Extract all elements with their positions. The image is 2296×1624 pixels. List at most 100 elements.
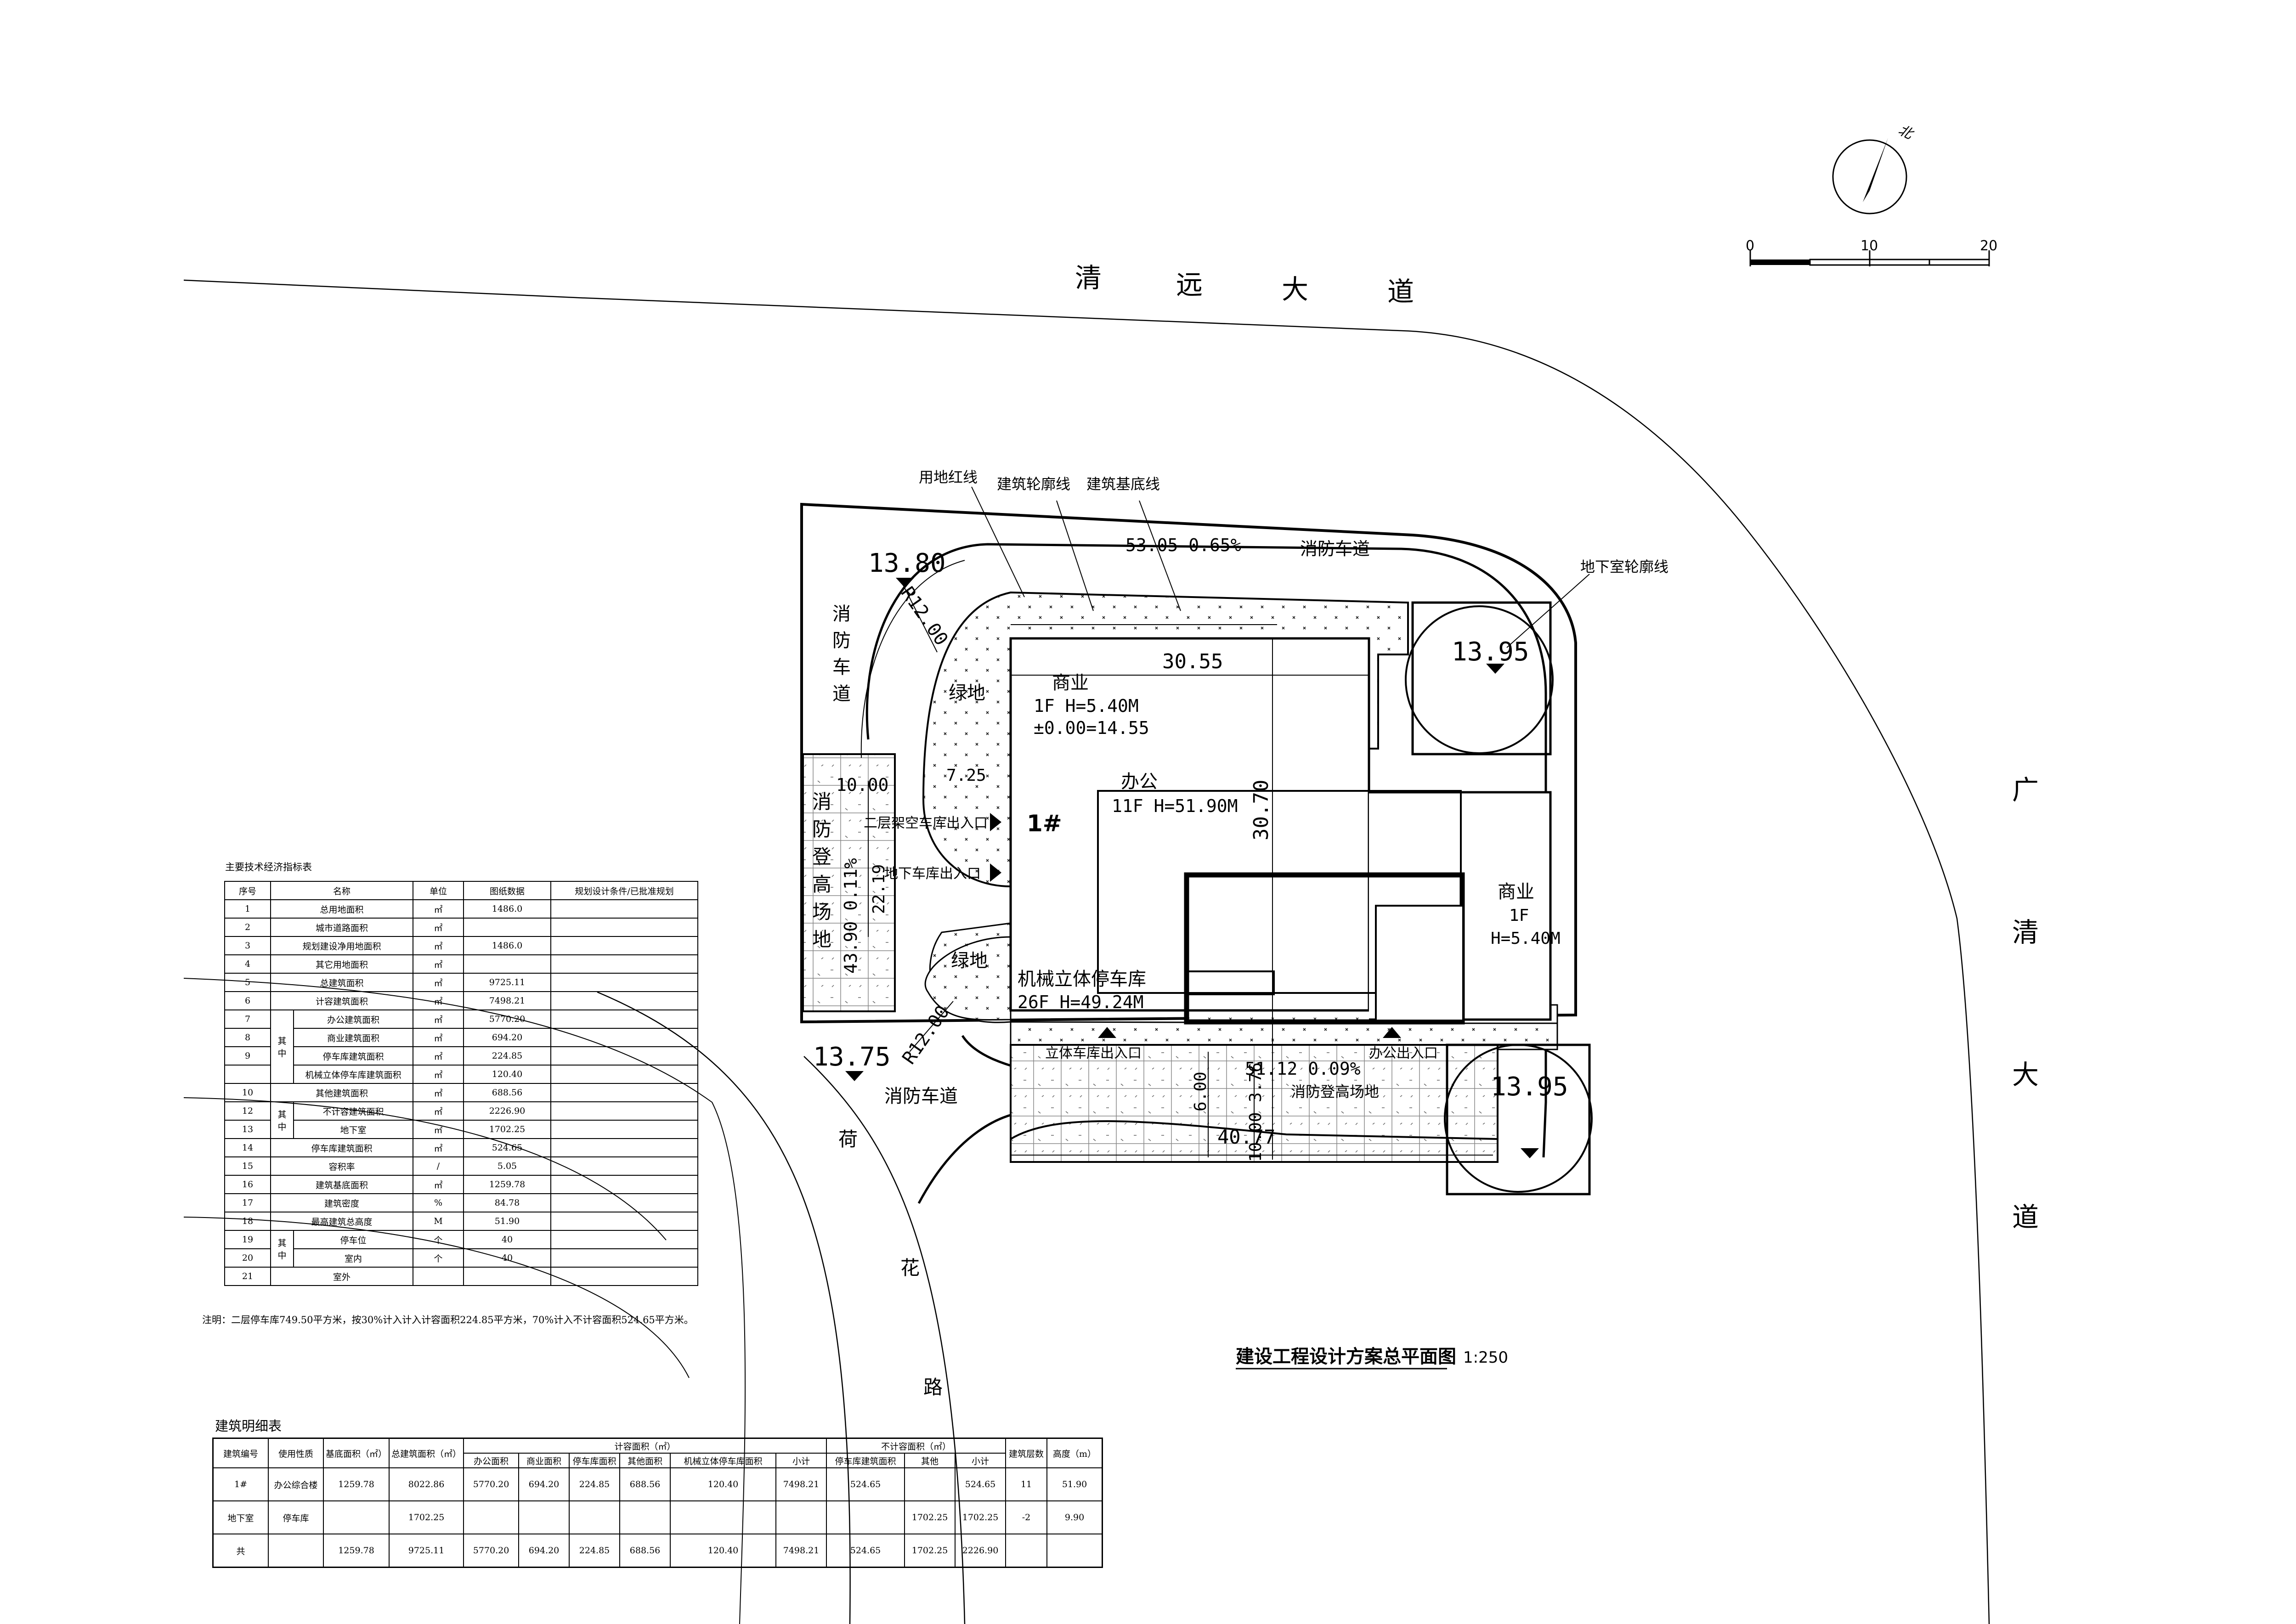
ind-cell-name: 停车位 [293,1230,413,1249]
ind-cell-cond [550,1065,698,1084]
turning-circle-se [1444,1044,1593,1193]
ind-head-no: 序号 [224,881,271,900]
bld-cell [1005,1534,1048,1568]
bld-h-use: 使用性质 [268,1438,324,1468]
ind-cell-val: 40 [463,1248,551,1268]
bld-cell: 9.90 [1046,1500,1103,1534]
ind-cell-no: 13 [224,1120,271,1139]
drawing-scale: 1:250 [1463,1348,1508,1367]
ind-cell-cond [550,954,698,974]
fire-platform-west-c3: 登 [812,846,831,868]
bld-cell: 1702.25 [955,1500,1007,1534]
dim-height-mid: 30.70 [1250,780,1273,840]
road-north-c2: 远 [1176,269,1203,300]
ind-cell-name: 规划建设净用地面积 [270,936,413,955]
ind-head-cond: 规划设计条件/已批准规划 [550,881,698,900]
road-east-c2: 清 [2012,917,2039,948]
bld-cell: 11 [1005,1467,1048,1501]
ind-cell-name: 室外 [270,1267,413,1286]
bld-cell: 2226.90 [955,1534,1007,1568]
bld-h-nonfar: 不计容面积（㎡） [826,1438,1007,1454]
ind-cell-cond [550,1175,698,1194]
ind-cell-cond [550,1230,698,1249]
building-number: 1# [1027,810,1062,837]
road-south-c3: 路 [923,1376,943,1398]
bld-cell: 共 [212,1534,269,1568]
ind-cell-cond [550,1212,698,1231]
dim-top-width: 30.55 [1162,650,1223,673]
fire-platform-west-c4: 高 [812,873,831,896]
ind-cell-unit: ㎡ [413,1083,464,1102]
ind-cell-val: 5.05 [463,1156,551,1176]
ind-cell-unit: ㎡ [413,1138,464,1157]
ind-cell-name: 城市道路面积 [270,918,413,937]
callout-building-base: 建筑基底线 [1086,475,1160,493]
bld-cell: 688.56 [619,1534,671,1568]
ind-cell-name: 商业建筑面积 [293,1028,413,1047]
ind-group-char: 其 [277,1110,287,1120]
ind-cell-val: 120.40 [463,1065,551,1084]
ind-cell-val [463,954,551,974]
fire-lane-west-c1: 消 [832,603,851,625]
radius-nw: R12.00 [897,583,952,649]
ind-cell-val: 5770.20 [463,1009,551,1029]
entrance-label-e4: 办公出入口 [1369,1045,1438,1061]
ind-cell-unit: 个 [413,1230,464,1249]
ind-cell-val: 2226.90 [463,1101,551,1121]
ind-cell-name: 总建筑面积 [270,973,413,992]
elevation-ne: 13.95 [1452,637,1529,667]
ind-cell-cond [550,918,698,937]
bld-cell [268,1534,324,1568]
ind-cell-cond [550,1046,698,1066]
ind-cell-unit: / [413,1156,464,1176]
entrance-label-e1: 二层架空车库出入口 [864,815,988,831]
bld-h-no: 建筑编号 [212,1438,269,1468]
fire-platform-west-c5: 场 [812,901,831,923]
bld-h-far: 计容面积（㎡） [463,1438,827,1454]
ind-cell-name: 建筑密度 [270,1193,413,1212]
bld-cell: 停车库 [268,1500,324,1534]
fire-lane-west-c3: 车 [832,657,851,678]
ind-cell-cond [550,1120,698,1139]
ind-cell-unit: ㎡ [413,1175,464,1194]
fire-lane-west-c2: 防 [832,630,851,651]
ind-cell-unit: ㎡ [413,954,464,974]
bld-cell: 120.40 [670,1534,777,1568]
ind-cell-unit: ㎡ [413,1046,464,1066]
ind-cell-cond [550,1248,698,1268]
building-1-outline [1009,637,1370,1012]
road-north-c1: 清 [1075,262,1102,293]
ind-cell-val: 9725.11 [463,973,551,992]
bld-cell [569,1500,621,1534]
elevation-nw: 13.80 [868,548,946,578]
ind-cell-cond [550,1083,698,1102]
ind-head-name: 名称 [270,881,413,900]
ind-group-char: 其 [277,1036,287,1046]
ind-cell-unit [413,1267,464,1286]
site-boundary [800,502,1577,1024]
entrance-label-e2: 地下车库出入口 [884,866,981,882]
road-east-c3: 大 [2012,1059,2039,1090]
garage-l2: 26F H=49.24M [1018,992,1144,1012]
commercial-e-l3: H=5.40M [1491,929,1561,948]
bld-cell: 5770.20 [463,1534,520,1568]
road-south-c2: 花 [900,1257,920,1279]
ind-cell-no: 16 [224,1175,271,1194]
ind-cell-name: 机械立体停车库建筑面积 [293,1065,413,1084]
drawing-title: 建设工程设计方案总平面图 [1236,1346,1456,1367]
bld-cell: 办公综合楼 [268,1467,324,1501]
bld-cell: 524.65 [826,1467,905,1501]
